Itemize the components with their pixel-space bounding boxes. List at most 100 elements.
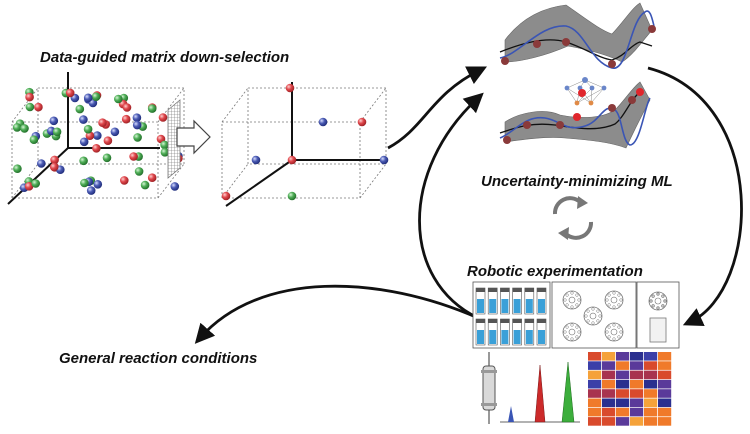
matrix-point [140,180,150,190]
z-axis [7,147,69,205]
matrix-point [132,113,142,122]
matrix-point [20,124,29,133]
heatmap-cell [630,361,644,370]
selected-point [318,117,328,127]
matrix-point [133,133,142,142]
matrix-point [52,127,62,137]
heatmap-cell [602,398,616,408]
label-uncertainty-ml: Uncertainty-minimizing ML [481,173,673,190]
heatmap-cell [644,398,658,408]
heatmap-cell [588,389,602,398]
heatmap-cell [658,417,672,426]
heatmap-cell [616,389,630,398]
matrix-point [34,102,43,112]
matrix-point [80,178,89,188]
selected-point [357,117,367,127]
heatmap-cell [602,389,616,398]
matrix-point [120,176,129,185]
heatmap-cell [658,361,672,370]
full-matrix-points [12,87,183,195]
heatmap-cell [616,379,630,389]
results-heatmap [588,352,672,426]
filter-arrow [176,119,211,155]
heatmap-cell [630,379,644,389]
matrix-point [98,118,107,127]
matrix-point [110,127,120,137]
gp-plot-bottom [499,81,651,149]
heatmap-cell [616,398,630,408]
matrix-point [93,131,102,140]
matrix-point [25,102,35,112]
heatmap-cell [602,352,616,361]
matrix-point [92,144,101,153]
selected-point [285,83,295,93]
matrix-point [122,103,132,112]
heatmap-cell [588,370,602,380]
heatmap-cell [588,398,602,408]
matrix-point [86,186,96,195]
matrix-point [85,131,95,140]
arrow-to-ml [387,66,488,150]
heatmap-cell [616,370,630,380]
heatmap-cell [658,379,672,389]
reactor-plate [551,281,637,349]
arrow-ml-to-robotic [647,66,743,326]
heatmap-cell [616,352,630,361]
matrix-point [24,182,34,191]
selected-point [251,155,261,165]
heatmap-cell [616,407,630,417]
heatmap-cell [588,361,602,370]
matrix-point [147,173,157,182]
heatmap-cell [658,370,672,380]
matrix-point [50,155,59,165]
matrix-point [79,137,89,147]
matrix-point [160,140,169,150]
heatmap-cell [616,417,630,426]
matrix-point [121,114,131,124]
mesh-filter-icon [167,99,181,179]
heatmap-cell [630,417,644,426]
matrix-point [49,162,59,172]
selected-point [287,155,297,165]
arrow-robotic-to-ml [418,92,484,320]
selected-point [287,191,297,201]
matrix-point [91,92,101,101]
label-general-conditions: General reaction conditions [59,350,257,367]
heatmap-cell [644,389,658,398]
heatmap-cell [588,379,602,389]
heatmap-cell [630,389,644,398]
matrix-point [75,104,85,114]
heatmap-cell [602,417,616,426]
matrix-point [65,88,75,98]
matrix-point [114,94,123,104]
heatmap-cell [630,352,644,361]
matrix-point [79,156,88,166]
matrix-point [102,153,112,163]
heatmap-cell [644,407,658,417]
matrix-point [170,182,180,191]
matrix-point [83,124,93,134]
arrow-to-general [194,284,479,344]
hplc-column-icon [481,352,497,424]
reservoir-panel [636,281,680,349]
heatmap-cell [602,370,616,380]
down-selected-cube [221,82,387,207]
heatmap-cell [588,352,602,361]
matrix-point [93,180,103,189]
heatmap-cell [658,407,672,417]
matrix-point [129,152,138,161]
matrix-point [160,148,170,157]
matrix-point [132,120,142,130]
matrix-point [134,167,144,176]
chromatogram [500,361,580,423]
selected-point [221,191,231,201]
heatmap-cell [602,379,616,389]
heatmap-cell [630,398,644,408]
heatmap-cell [658,352,672,361]
heatmap-cell [644,370,658,380]
heatmap-cell [588,417,602,426]
gp-plot-top [499,2,656,69]
matrix-point [12,123,22,132]
heatmap-cell [602,407,616,417]
matrix-point [49,116,59,126]
